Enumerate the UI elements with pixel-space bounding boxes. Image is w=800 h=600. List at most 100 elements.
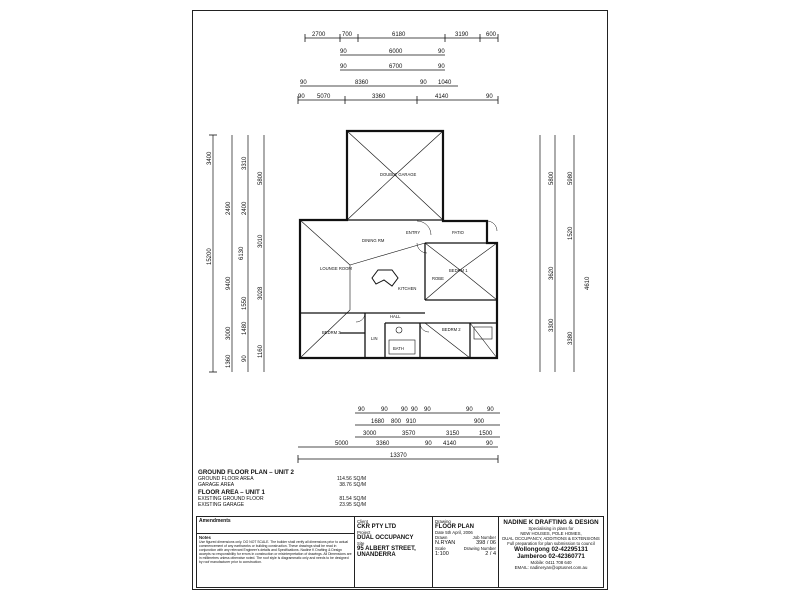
drawn-label: Drawn <box>435 535 448 540</box>
dim-left-14: 3028 <box>258 286 264 300</box>
dim-bot-17: 3360 <box>376 441 390 447</box>
notes-text: Use figured dimensions only. DO NOT SCAL… <box>199 540 352 564</box>
date-label: Date <box>435 530 445 535</box>
dim-right-3: 3300 <box>549 318 555 332</box>
unit2-ground-value: 114.56 SQ/M <box>336 476 366 482</box>
dim-bot-14: 3150 <box>446 431 460 437</box>
dim-top-15: 1040 <box>438 80 452 86</box>
dim-bot-3: 90 <box>401 407 408 413</box>
drawing-sheet <box>192 10 608 590</box>
notes-box: Notes Use figured dimensions only. DO NO… <box>197 534 354 565</box>
dim-top-3: 6180 <box>392 32 406 38</box>
dim-left-6: 3310 <box>242 156 248 170</box>
dim-bot-5: 90 <box>424 407 431 413</box>
dim-left-12: 3010 <box>258 234 264 248</box>
dim-bot-10: 910 <box>406 419 417 425</box>
company-tagline-4: Full preparation for plan submission to … <box>507 541 595 546</box>
amendments-label: Amendments <box>199 518 231 524</box>
dim-top-7: 6000 <box>389 49 403 55</box>
site-line2: UNANDERRA <box>357 552 396 558</box>
room-bedroom-3: BEDRM 3 <box>322 330 341 335</box>
dim-left-2: 2490 <box>226 201 232 215</box>
room-lounge: LOUNGE ROOM <box>320 266 352 271</box>
drawing-value: FLOOR PLAN <box>435 524 474 530</box>
amendments-box: Amendments <box>197 517 354 534</box>
office-2-label: Jamberoo <box>517 553 547 560</box>
unit2-garage-value: 38.76 SQ/M <box>339 482 366 488</box>
room-patio: PATIO <box>452 230 465 235</box>
dim-right-4: 3380 <box>568 331 574 345</box>
unit1-garage-label: EXISTING GARAGE <box>198 502 245 508</box>
dim-left-9: 1550 <box>242 296 248 310</box>
title-block: Amendments Notes Use figured dimensions … <box>196 516 604 588</box>
dim-bot-1: 90 <box>358 407 365 413</box>
dim-right-5: 5980 <box>568 171 574 185</box>
dim-top-14: 90 <box>420 80 427 86</box>
dim-top-9: 90 <box>340 64 347 70</box>
dim-bot-6: 90 <box>466 407 473 413</box>
room-kitchen: KITCHEN <box>398 286 416 291</box>
project-value: DUAL OCCUPANCY <box>357 535 414 541</box>
company-column: NADINE K DRAFTING & DESIGN Specialising … <box>499 517 603 587</box>
dim-top-12: 90 <box>300 80 307 86</box>
client-column: Client CKR PTY LTD Project DUAL OCCUPANC… <box>355 517 433 587</box>
dim-left-8: 1480 <box>242 321 248 335</box>
client-value: CKR PTY LTD <box>357 524 397 530</box>
drawn-value: N.RYAN <box>435 540 456 546</box>
office-2-phone: 02-42360771 <box>548 553 585 560</box>
room-bedroom-1: BEDRM 1 <box>449 268 468 273</box>
unit2-ground-label: GROUND FLOOR AREA <box>198 476 254 482</box>
dim-top-2: 700 <box>342 32 353 38</box>
company-tagline-2: NEW HOUSES, POLE HOMES, <box>520 531 582 536</box>
dim-right-2: 3620 <box>549 266 555 280</box>
dim-bot-8: 1680 <box>371 419 385 425</box>
dim-bot-7: 90 <box>487 407 494 413</box>
dim-top-6: 90 <box>340 49 347 55</box>
notes-column: Amendments Notes Use figured dimensions … <box>197 517 355 587</box>
drawn-job-values: N.RYAN 398 / 06 <box>435 540 496 546</box>
dim-bot-9: 800 <box>391 419 402 425</box>
dim-top-8: 90 <box>438 49 445 55</box>
dim-bot-15: 1500 <box>479 431 493 437</box>
unit2-garage-row: GARAGE AREA 38.76 SQ/M <box>198 482 366 488</box>
room-bedroom-2: BEDRM 2 <box>442 327 461 332</box>
date-value: 5th April, 2006 <box>445 530 473 535</box>
dim-bot-19: 4140 <box>443 441 457 447</box>
unit2-garage-label: GARAGE AREA <box>198 482 235 488</box>
dim-top-16: 90 <box>298 94 305 100</box>
date-row: Date 5th April, 2006 <box>435 530 496 535</box>
dim-top-18: 3360 <box>372 94 386 100</box>
dim-top-4: 3190 <box>455 32 469 38</box>
drawing-info-column: Drawing FLOOR PLAN Date 5th April, 2006 … <box>433 517 499 587</box>
room-entry: ENTRY <box>406 230 420 235</box>
office-2: Jamberoo 02-42360771 <box>501 553 601 560</box>
project-label: Project <box>357 530 371 535</box>
unit1-ground-value: 81.54 SQ/M <box>339 496 366 502</box>
dim-left-5: 1360 <box>226 354 232 368</box>
dim-top-13: 8360 <box>355 80 369 86</box>
dim-top-5: 600 <box>486 32 497 38</box>
company-tagline-1: Specialising in plans for <box>528 526 574 531</box>
drawn-job-labels: Drawn Job Number <box>435 535 496 540</box>
unit2-heading: GROUND FLOOR PLAN – UNIT 2 <box>198 469 294 476</box>
jobno-label: Job Number <box>472 535 496 540</box>
room-double-garage: DOUBLE GARAGE <box>380 172 417 177</box>
dim-left-10: 90 <box>242 355 248 362</box>
unit1-garage-row: EXISTING GARAGE 23.95 SQ/M <box>198 502 366 508</box>
floor-area-summary: GROUND FLOOR PLAN – UNIT 2 GROUND FLOOR … <box>198 468 366 508</box>
office-1-phone: 02-42295131 <box>551 546 588 553</box>
dim-bot-21: 13370 <box>390 453 407 459</box>
dim-top-11: 90 <box>438 64 445 70</box>
dim-top-20: 90 <box>486 94 493 100</box>
dim-left-3: 9400 <box>226 276 232 290</box>
dim-left-total: 15200 <box>207 248 213 265</box>
scale-label: Scale <box>435 546 446 551</box>
dim-right-6: 1520 <box>568 226 574 240</box>
notes-label: Notes <box>199 535 211 540</box>
company-name: NADINE K DRAFTING & DESIGN <box>503 519 599 526</box>
dim-bot-18: 90 <box>425 441 432 447</box>
room-hall: HALL <box>390 314 401 319</box>
jobno-value: 398 / 06 <box>476 540 496 546</box>
